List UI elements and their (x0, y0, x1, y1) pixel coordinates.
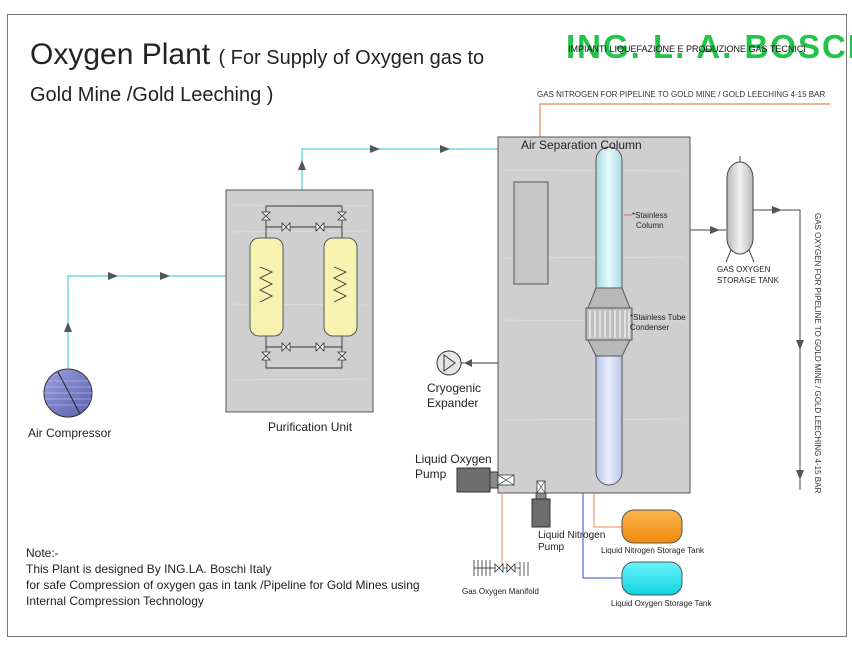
valve-icon (281, 342, 291, 352)
heater-coil-icon (258, 266, 274, 303)
condenser-tubes (589, 310, 630, 338)
liquid-nitrogen-pump-label-2: Pump (538, 542, 565, 553)
gas-oxygen-manifold (473, 560, 529, 576)
arrow-icon (370, 145, 380, 153)
cryogenic-expander-label-1: Cryogenic (427, 381, 481, 395)
air-separation-column-label: Air Separation Column (521, 138, 642, 152)
heat-exchanger-panel (513, 181, 549, 285)
manifold-line (478, 492, 503, 569)
air-separation-column (497, 136, 691, 494)
note-line-1: This Plant is designed By ING.LA. Boschi… (26, 562, 272, 576)
valve-icon (337, 351, 347, 361)
diagram-frame (7, 14, 847, 637)
tube-condenser-label-2: Condenser (630, 323, 669, 332)
lower-column (595, 355, 623, 486)
stainless-column-label-1: *Stainless (632, 211, 668, 220)
title-subtitle-line2: Gold Mine /Gold Leeching ) (30, 84, 274, 106)
liquid-oxygen-tank-label: Liquid Oxygen Storage Tank (611, 599, 712, 608)
purification-valves (261, 211, 347, 361)
arrow-icon (440, 145, 450, 153)
air-compressor-label: Air Compressor (28, 426, 111, 440)
purification-unit (225, 189, 374, 413)
valve-icon (315, 342, 325, 352)
gas-oxygen-storage-tank (725, 156, 755, 263)
nitrogen-pipeline-label: GAS NITROGEN FOR PIPELINE TO GOLD MINE /… (537, 90, 825, 99)
heater-coil-icon (332, 266, 348, 303)
arrow-icon (160, 272, 170, 280)
liquid-nitrogen-pump-label-1: Liquid Nitrogen (538, 530, 605, 541)
gas-oxygen-pipeline (753, 209, 801, 490)
purification-unit-label: Purification Unit (268, 420, 353, 434)
arrow-icon (796, 470, 804, 480)
design-note: Note:- This Plant is designed By ING.LA.… (26, 545, 420, 609)
valve-icon (315, 222, 325, 232)
air-line-compressor (67, 275, 226, 368)
adsorber-right (323, 237, 358, 337)
valve-icon (494, 563, 504, 573)
arrow-icon (464, 359, 472, 367)
note-line-2: for safe Compression of oxygen gas in ta… (26, 578, 420, 592)
arrow-icon (710, 226, 720, 234)
tube-condenser-label-1: *Stainless Tube (630, 313, 686, 322)
brand-logo: ING. L. A. BOSCHI (566, 28, 852, 65)
arrow-icon (772, 206, 782, 214)
liquid-nitrogen-line (593, 493, 622, 528)
oxygen-pipeline-label: GAS OXYGEN FOR PIPELINE TO GOLD MINE / G… (813, 213, 822, 493)
arrow-icon (796, 340, 804, 350)
arrow-icon (108, 272, 118, 280)
title-main: Oxygen Plant (30, 38, 211, 71)
cryogenic-expander-label-2: Expander (427, 396, 478, 410)
liquid-oxygen-line (582, 493, 622, 579)
air-compressor (43, 368, 93, 418)
air-line-to-column (301, 148, 498, 190)
liquid-oxygen-pump (456, 467, 515, 493)
column-transition-top (587, 287, 631, 309)
valve-icon (337, 211, 347, 221)
compressor-blade (57, 371, 81, 415)
liquid-nitrogen-tank-label: Liquid Nitrogen Storage Tank (601, 546, 705, 555)
air-flow-arrows (64, 145, 450, 332)
arrow-icon (64, 322, 72, 332)
cryogenic-expander (436, 350, 498, 376)
stainless-column-label-2: Column (636, 221, 664, 230)
gas-oxygen-manifold-label: Gas Oxygen Manifold (462, 587, 539, 596)
expander-play-icon (443, 354, 456, 372)
adsorber-left (249, 237, 284, 337)
note-line-3: Internal Compression Technology (26, 594, 204, 608)
note-heading: Note:- (26, 546, 59, 560)
stainless-column (595, 146, 623, 289)
valve-icon (506, 563, 516, 573)
liquid-oxygen-pump-label-1: Liquid Oxygen (415, 452, 492, 466)
liquid-nitrogen-pump (531, 480, 551, 528)
column-transition-bottom (587, 339, 631, 357)
gas-oxygen-tank-label-1: GAS OXYGEN (717, 265, 771, 274)
compressor-fan-lines (44, 380, 92, 406)
liquid-oxygen-storage-tank (621, 561, 683, 596)
nitrogen-gas-pipeline (539, 103, 830, 137)
valve-icon (261, 211, 271, 221)
title-subtitle-line1: ( For Supply of Oxygen gas to (218, 47, 485, 69)
air-pipeline (67, 148, 498, 368)
valve-icon (281, 222, 291, 232)
arrow-icon (298, 160, 306, 170)
liquid-oxygen-pump-label-2: Pump (415, 467, 447, 481)
valve-icon (261, 351, 271, 361)
liquid-nitrogen-storage-tank (621, 509, 683, 544)
page-title: Oxygen Plant ( For Supply of Oxygen gas … (30, 38, 484, 72)
brand-tagline: IMPIANTI LIQUEFAZIONE E PRODUZIONE GAS T… (568, 44, 806, 54)
gas-oxygen-tank-label-2: STORAGE TANK (717, 276, 779, 285)
